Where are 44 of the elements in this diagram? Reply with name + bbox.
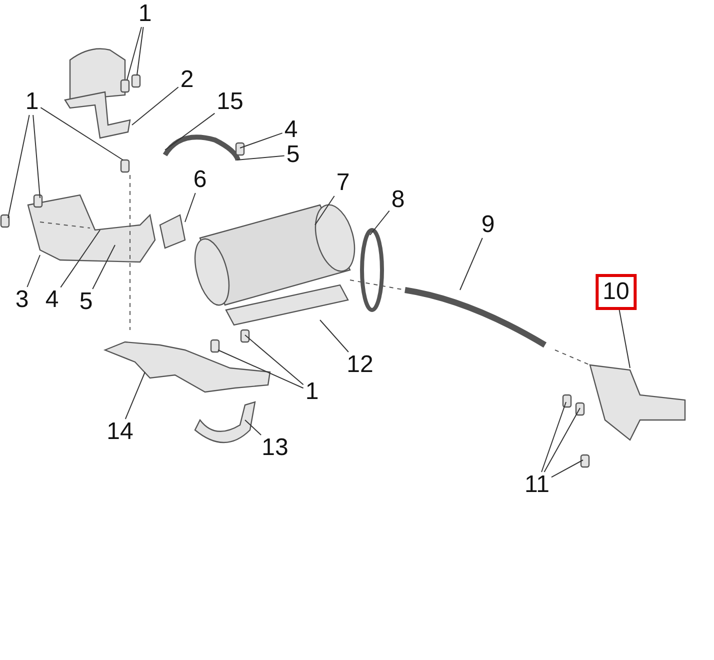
callout-number: 14 [104, 419, 136, 445]
callout-number: 1 [23, 89, 41, 115]
callout-number: 3 [13, 287, 31, 313]
leader-line [60, 230, 100, 288]
leader-line [184, 192, 196, 222]
leader-line [32, 114, 40, 198]
callout-number: 11 [522, 472, 552, 498]
leader-line [136, 26, 144, 76]
callout-number: 4 [282, 117, 300, 143]
leader-line [124, 372, 146, 420]
leader-line [92, 244, 116, 290]
callout-number: 1 [303, 379, 321, 405]
callout-number: 10 [596, 274, 636, 310]
leader-line [618, 310, 630, 368]
callout-number: 13 [260, 435, 290, 461]
callout-number: 5 [77, 289, 95, 315]
callout-number: 12 [344, 352, 376, 378]
leader-line [126, 26, 142, 80]
leader-line [132, 86, 179, 126]
leader-line [218, 350, 304, 389]
leader-line [550, 460, 584, 478]
leader-line [541, 402, 566, 472]
callout-number: 9 [479, 212, 497, 238]
callout-number: 8 [389, 187, 407, 213]
leader-line [236, 155, 285, 160]
callout-number: 1 [136, 1, 154, 27]
leader-line [544, 408, 580, 472]
leader-line [240, 132, 283, 148]
callout-number: 4 [43, 287, 61, 313]
callout-number: 2 [178, 67, 196, 93]
leader-line [8, 114, 30, 218]
leader-line [40, 107, 124, 160]
leader-line [370, 210, 390, 236]
callout-number: 6 [191, 167, 209, 193]
leader-line [320, 320, 349, 352]
leader-line [244, 420, 262, 436]
callout-number: 5 [284, 142, 302, 168]
leader-line [164, 112, 216, 150]
leader-line [314, 196, 335, 226]
leader-line [26, 254, 40, 288]
callout-number: 7 [334, 170, 352, 196]
leader-line [460, 238, 483, 290]
leader-line [244, 334, 304, 386]
callout-number: 15 [214, 89, 246, 115]
